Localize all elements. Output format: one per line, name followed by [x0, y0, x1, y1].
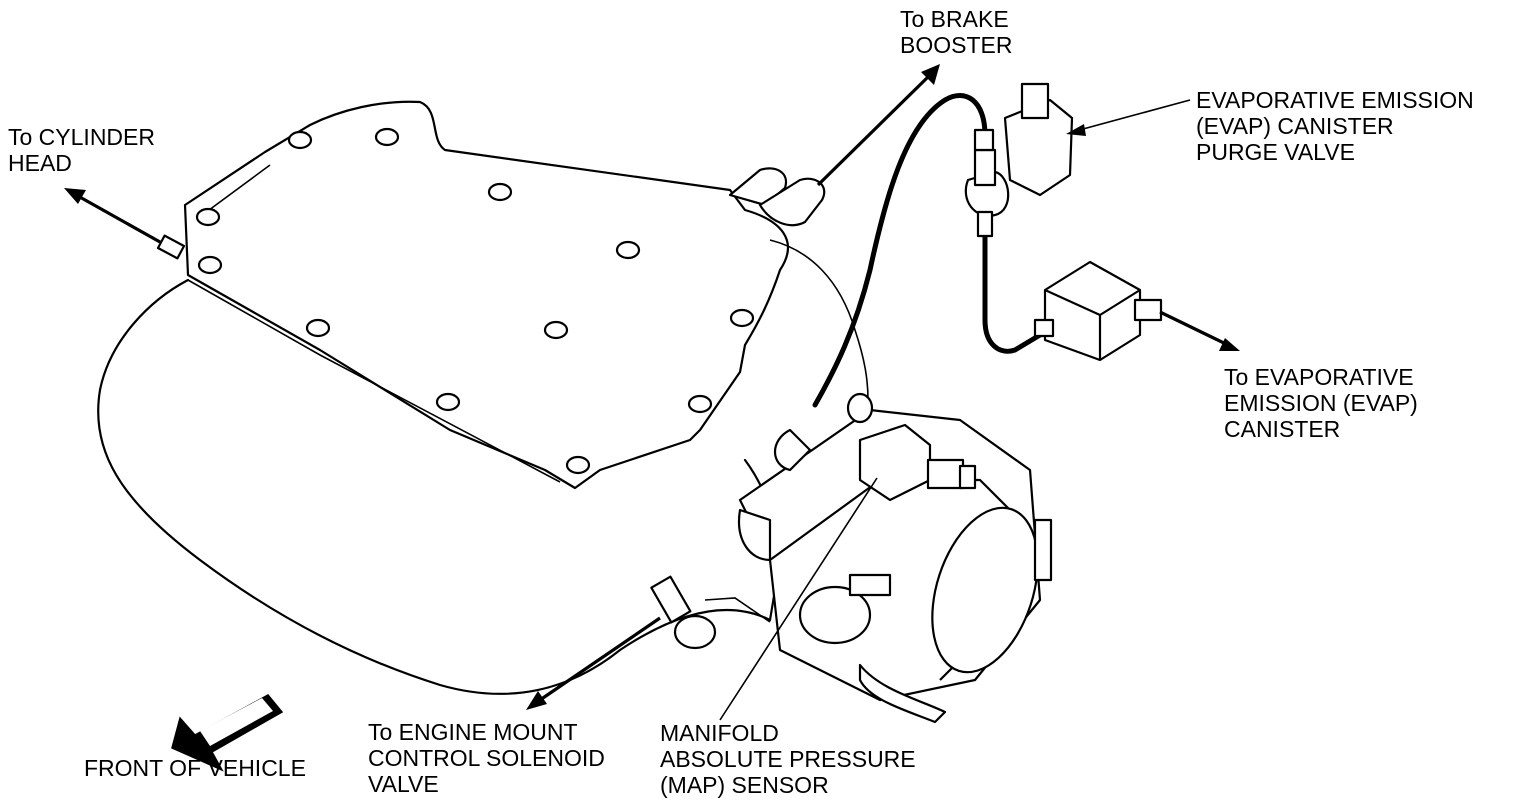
cylinder-head-label: To CYLINDER HEAD [8, 124, 155, 176]
engine-mount-label: To ENGINE MOUNT CONTROL SOLENOID VALVE [368, 719, 605, 797]
purge-valve-label: EVAPORATIVE EMISSION (EVAP) CANISTER PUR… [1196, 87, 1474, 165]
brake-booster-label: To BRAKE BOOSTER [900, 6, 1013, 58]
engine-mount-arrow-line [539, 616, 661, 702]
bolt [305, 318, 331, 338]
plenum-cover-outline [183, 100, 790, 490]
map-sensor-leader [719, 477, 878, 721]
purge-valve-leader [1071, 99, 1191, 133]
evap-canister-arrowhead [1219, 338, 1240, 351]
map-sensor-label: MANIFOLD ABSOLUTE PRESSURE (MAP) SENSOR [660, 720, 916, 798]
bolt [487, 182, 513, 202]
plenum-bolts [195, 127, 755, 475]
engine-mount-arrowhead [526, 691, 547, 710]
canister-hose [982, 232, 1043, 354]
bolt [565, 455, 591, 475]
brake-booster-port-right [758, 177, 826, 227]
bolt [687, 394, 713, 414]
evap-canister-connector [1033, 260, 1163, 362]
bolt [195, 207, 221, 227]
intake-manifold-outline [97, 278, 782, 695]
brake-booster-arrowhead [921, 64, 940, 85]
cylinder-head-fitting [156, 234, 186, 260]
evap-canister-arrow-line [1159, 310, 1229, 347]
cylinder-head-arrow-line [77, 194, 161, 244]
map-sensor [858, 423, 977, 502]
purge-valve-leader-head [1066, 124, 1086, 136]
evap-purge-valve [964, 82, 1074, 238]
bolt [729, 308, 755, 328]
front-of-vehicle-label: FRONT OF VEHICLE [84, 755, 306, 781]
evap-canister-label: To EVAPORATIVE EMISSION (EVAP) CANISTER [1224, 364, 1418, 442]
bolt [374, 127, 400, 147]
bolt [543, 320, 569, 340]
engine-mount-fitting [650, 575, 717, 650]
bolt [197, 255, 223, 275]
brake-booster-port-left [728, 167, 788, 207]
bolt [615, 240, 641, 260]
engine-mount-bracket [704, 597, 771, 623]
plenum-cover-inner-edge [187, 164, 561, 483]
brake-booster-arrow-line [816, 73, 932, 187]
cylinder-head-arrowhead [64, 188, 86, 204]
purge-vacuum-hose [812, 93, 988, 408]
bolt [287, 130, 313, 150]
bolt [435, 392, 461, 412]
